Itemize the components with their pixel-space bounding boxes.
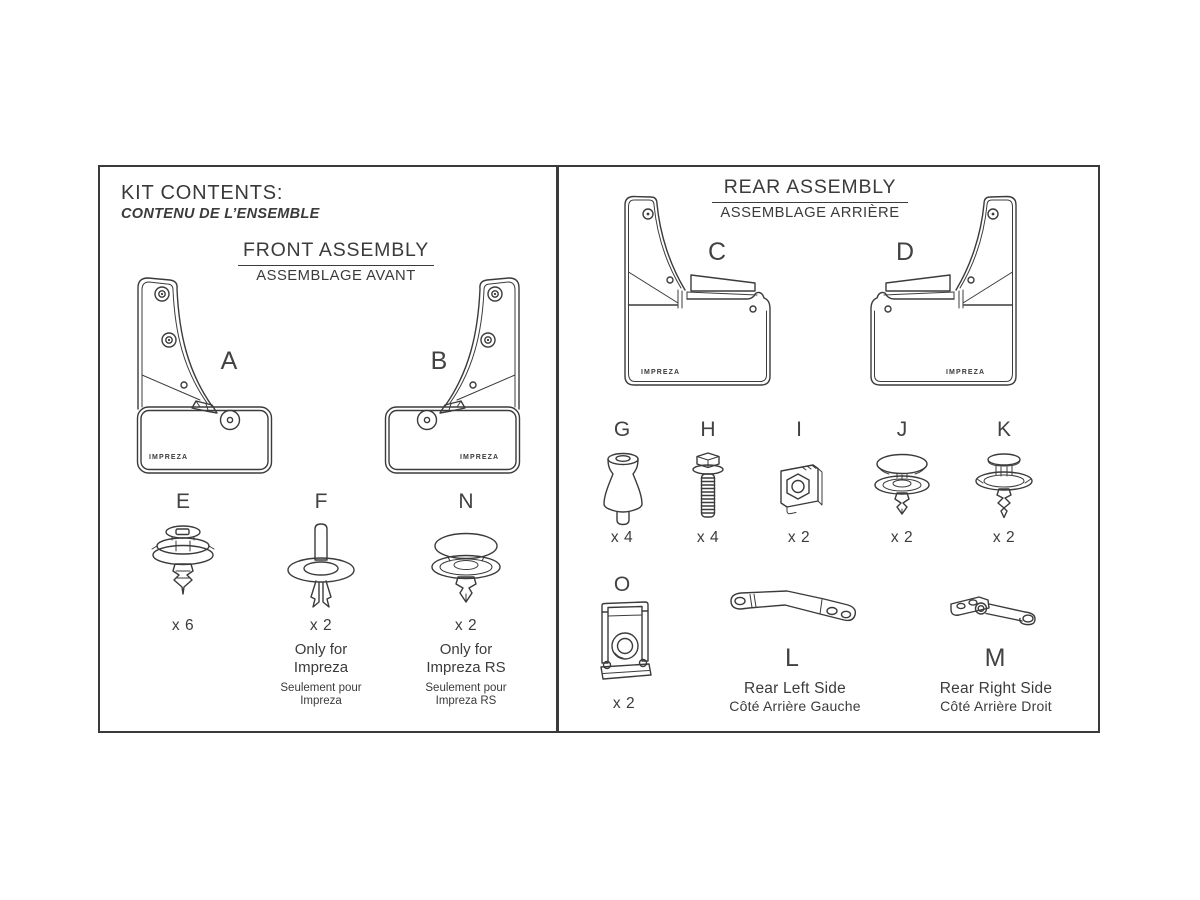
flange-clip-icon: [974, 450, 1034, 520]
kit-subtitle: CONTENU DE L’ENSEMBLE: [121, 206, 320, 222]
front-flap-a-drawing: [136, 276, 276, 476]
flap-b-label: B: [430, 347, 448, 375]
note-line: Impreza RS: [435, 695, 497, 707]
part-n-note-fr: Seulement pour Impreza RS: [401, 682, 531, 708]
part-k-qty: x 2: [992, 529, 1016, 546]
part-e-qty: x 6: [171, 617, 195, 634]
push-clip-icon: [148, 521, 218, 616]
clip-nut-icon: [598, 601, 652, 687]
part-h-letter: H: [700, 418, 716, 441]
part-i-letter: I: [796, 418, 802, 441]
part-g-qty: x 4: [610, 529, 634, 546]
part-j-letter: J: [896, 418, 908, 441]
hex-bolt-icon: [688, 451, 728, 525]
kit-title: KIT CONTENTS:: [121, 182, 284, 204]
bracket-l-side-fr: Côté Arrière Gauche: [729, 698, 861, 714]
part-j-qty: x 2: [890, 529, 914, 546]
flap-d-brand-text: IMPREZA: [946, 369, 986, 376]
note-line: Seulement pour: [425, 682, 507, 694]
note-line: Only for: [294, 641, 348, 658]
pin-rivet-icon: [283, 520, 359, 618]
part-i-qty: x 2: [787, 529, 811, 546]
left-bracket-icon: [727, 589, 859, 629]
front-assembly-heading: FRONT ASSEMBLY: [238, 239, 434, 266]
note-line: Only for: [439, 641, 493, 658]
flap-b-brand-text: IMPREZA: [460, 454, 500, 461]
kit-contents-sheet: [98, 165, 1100, 733]
front-assembly-subheading: ASSEMBLAGE AVANT: [256, 268, 416, 284]
part-f-note-fr: Seulement pour Impreza: [256, 682, 386, 708]
rear-assembly-subheading: ASSEMBLAGE ARRIÈRE: [720, 205, 900, 221]
part-h-qty: x 4: [696, 529, 720, 546]
bracket-m-side-fr: Côté Arrière Droit: [940, 698, 1052, 714]
right-bracket-icon: [945, 596, 1045, 630]
bracket-l-label: L: [785, 644, 799, 672]
rear-assembly-heading: REAR ASSEMBLY: [712, 176, 908, 203]
bracket-l-side-en: Rear Left Side: [744, 680, 846, 697]
part-k-letter: K: [996, 418, 1011, 441]
rear-flap-c-drawing: [620, 195, 775, 393]
panel-divider: [556, 165, 559, 731]
part-g-letter: G: [613, 418, 631, 441]
note-line: Impreza: [300, 695, 342, 707]
dome-clip-icon: [428, 524, 504, 616]
part-n-letter: N: [458, 490, 474, 513]
part-n-qty: x 2: [454, 617, 478, 634]
note-line: Seulement pour: [280, 682, 362, 694]
part-o-letter: O: [613, 573, 631, 596]
rear-flap-d-drawing: [866, 195, 1021, 393]
bracket-m-label: M: [984, 644, 1006, 672]
flap-c-label: C: [707, 238, 727, 266]
bracket-m-side-en: Rear Right Side: [939, 680, 1053, 697]
part-f-letter: F: [314, 490, 328, 513]
flap-a-label: A: [220, 347, 238, 375]
mushroom-clip-icon: [872, 451, 932, 519]
front-flap-b-drawing: [381, 276, 521, 476]
flap-c-brand-text: IMPREZA: [641, 369, 681, 376]
note-line: Impreza RS: [426, 658, 506, 676]
flap-d-label: D: [895, 238, 915, 266]
note-line: Impreza: [293, 658, 349, 676]
part-e-letter: E: [175, 490, 190, 513]
part-o-qty: x 2: [612, 695, 636, 712]
flap-a-brand-text: IMPREZA: [149, 454, 189, 461]
part-f-qty: x 2: [309, 617, 333, 634]
rubber-spacer-icon: [601, 450, 645, 528]
part-n-note-en: Only for Impreza RS: [411, 641, 521, 676]
part-f-note-en: Only for Impreza: [266, 641, 376, 676]
u-nut-icon: [772, 458, 826, 516]
